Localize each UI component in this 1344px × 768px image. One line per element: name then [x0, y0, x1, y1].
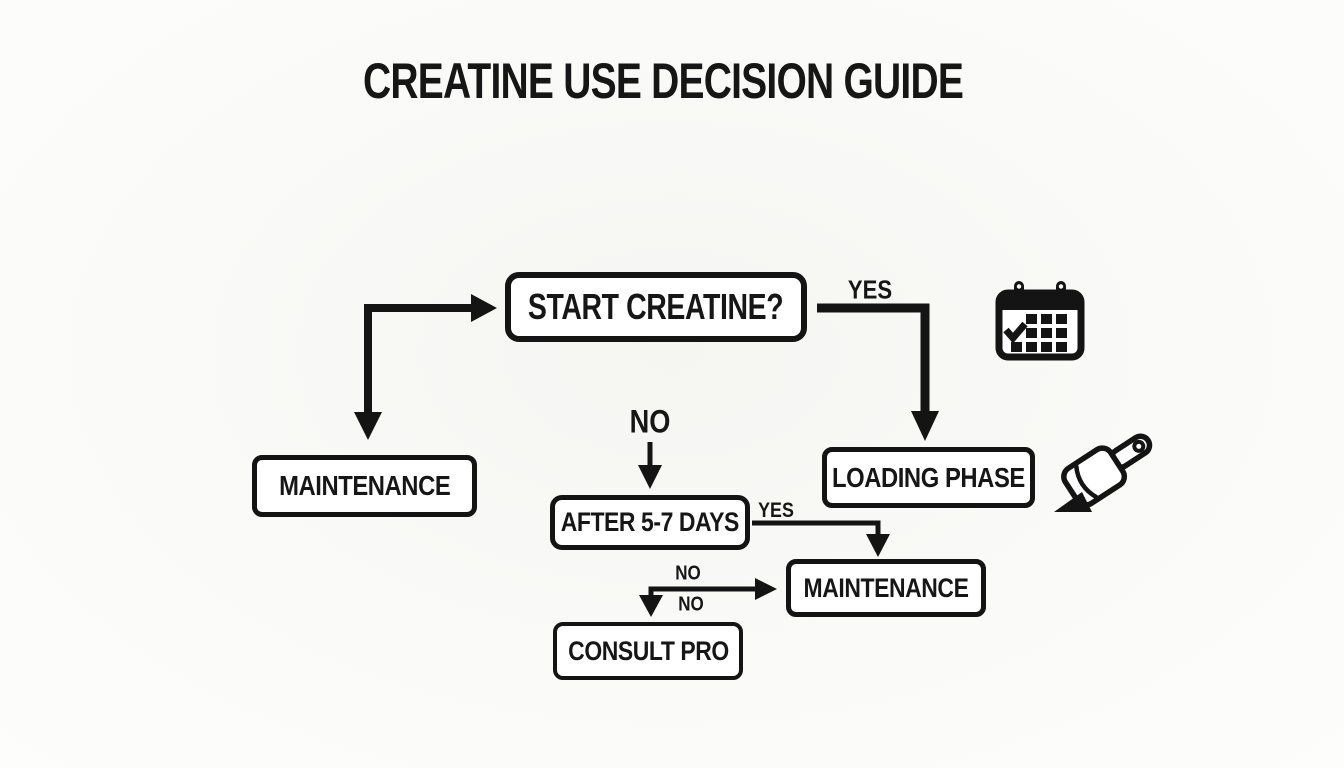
node-start-creatine-label: START CREATINE?: [528, 286, 784, 327]
arrow-yes-to-maintenance-right: [752, 520, 890, 557]
edge-label-yes-top: YES: [847, 274, 893, 305]
node-maintenance-left: MAINTENANCE: [252, 455, 477, 517]
scoop-icon: [1054, 433, 1153, 512]
edge-label-no-after-down: NO: [678, 593, 704, 616]
calendar-icon: [995, 281, 1085, 361]
node-loading-phase-label: LOADING PHASE: [832, 461, 1025, 493]
node-after-5-7-days: AFTER 5-7 DAYS: [550, 495, 750, 550]
arrow-no-to-after-days: [638, 442, 662, 489]
node-loading-phase: LOADING PHASE: [822, 447, 1035, 508]
node-consult-pro: CONSULT PRO: [553, 622, 743, 680]
node-maintenance-right: MAINTENANCE: [786, 559, 986, 617]
arrow-start-and-maintenance-left: [354, 294, 497, 440]
node-maintenance-left-label: MAINTENANCE: [278, 470, 451, 501]
arrow-no-branch: [639, 578, 777, 617]
arrow-yes-to-loading-phase: [817, 303, 939, 441]
edge-label-no-main: NO: [629, 403, 671, 440]
node-maintenance-right-label: MAINTENANCE: [803, 572, 969, 603]
node-after-5-7-days-label: AFTER 5-7 DAYS: [560, 507, 740, 537]
node-start-creatine: START CREATINE?: [505, 272, 807, 342]
node-consult-pro-label: CONSULT PRO: [567, 635, 729, 666]
page-title: CREATINE USE DECISION GUIDE: [362, 53, 964, 109]
edge-label-yes-after: YES: [758, 499, 794, 522]
edge-label-no-after-right: NO: [675, 562, 701, 585]
